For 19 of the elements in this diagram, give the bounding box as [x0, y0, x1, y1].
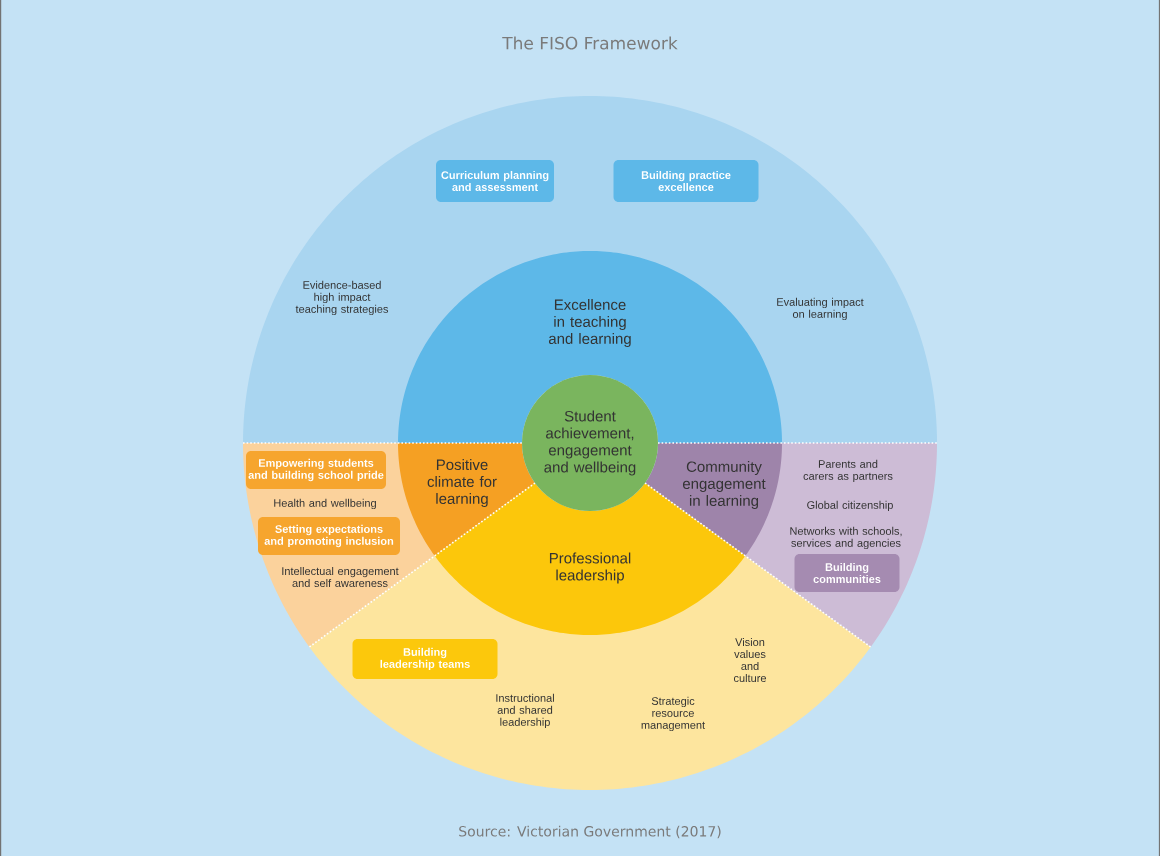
rounded-box: Building communities: [794, 554, 900, 592]
label: Networks with schools, services and agencies: [790, 526, 902, 550]
segment: Positive climate for learning: [398, 443, 535, 556]
title: The FISO Framework: [502, 36, 678, 50]
rounded-box: Building practice excellence: [613, 160, 759, 202]
rounded-box: Empowering students and building school pride: [246, 451, 386, 489]
segment: Community engagement in learning: [645, 443, 782, 556]
label: Health and wellbeing: [274, 498, 376, 510]
label: Intellectual engagement and self awareness: [282, 566, 399, 588]
label: Evidence-based high impact teaching strategies: [295, 280, 389, 316]
label: Parents and carers as partners: [803, 459, 893, 483]
label: Vision values and culture: [733, 637, 766, 683]
label: Instructional and shared leadership: [496, 693, 554, 729]
rounded-box: Curriculum planning and assessment: [436, 160, 554, 202]
caption: Source: Victorian Government (2017): [459, 825, 721, 839]
rounded-box: Building leadership teams: [352, 639, 498, 679]
rounded-box: Setting expectations and promoting inclusion: [258, 517, 400, 555]
label: Strategic resource management: [641, 696, 705, 732]
label: Global citizenship: [807, 500, 893, 512]
